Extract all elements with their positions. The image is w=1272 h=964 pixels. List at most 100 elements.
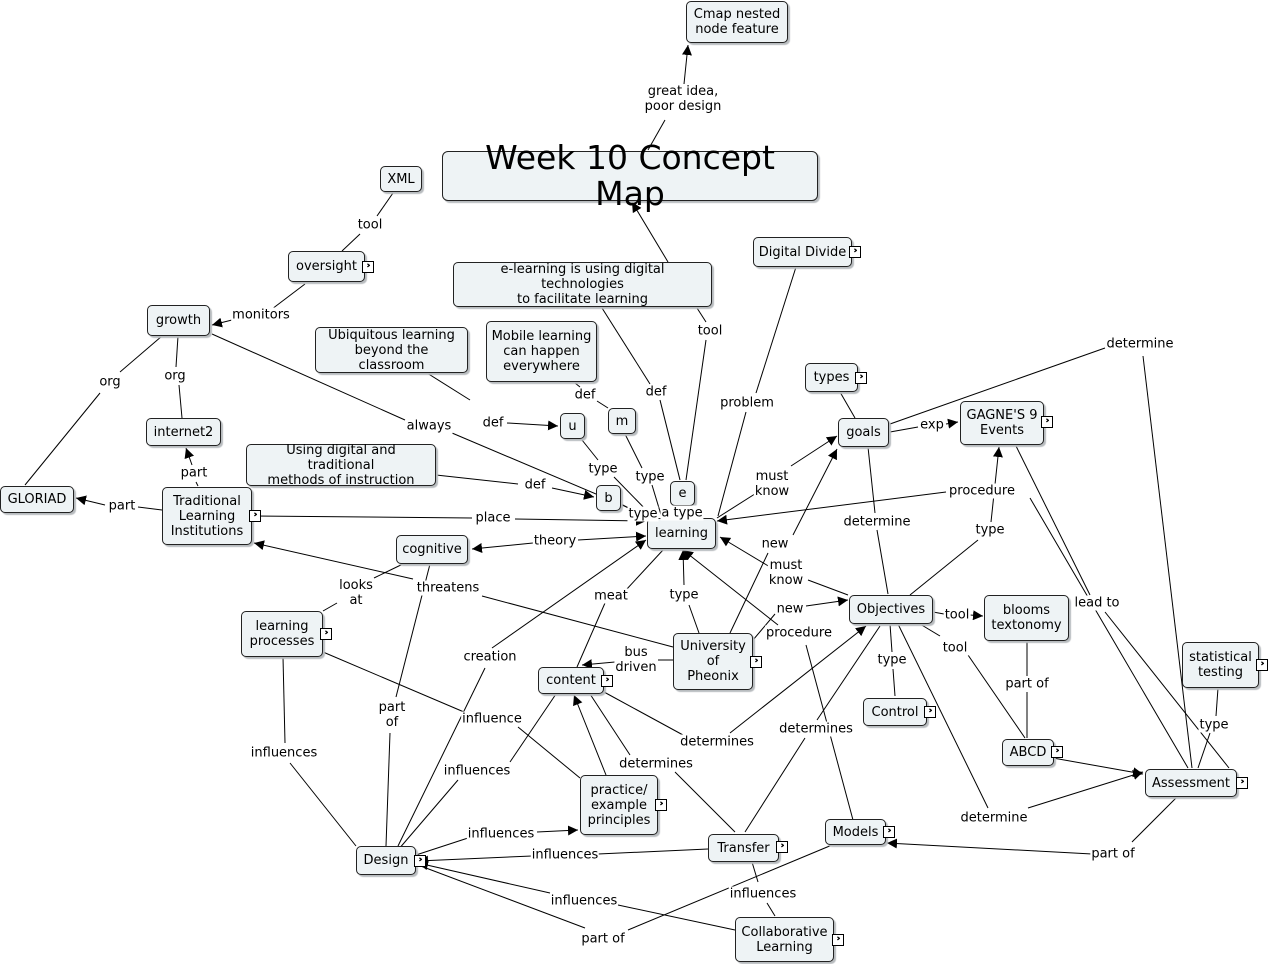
concept-node-internet2[interactable]: internet2 <box>146 418 221 446</box>
concept-node-cognitive[interactable]: cognitive <box>396 535 468 564</box>
link-line <box>506 420 559 431</box>
concept-node-cmap-nested[interactable]: Cmap nested node feature <box>686 1 788 43</box>
expand-nested-icon[interactable] <box>362 261 374 273</box>
expand-nested-icon[interactable] <box>855 372 867 384</box>
link-line <box>678 549 689 586</box>
link-line <box>688 604 700 634</box>
concept-node-university-of-pheonix[interactable]: University of Pheonix <box>673 633 753 690</box>
expand-nested-icon[interactable] <box>750 656 762 668</box>
expand-nested-icon[interactable] <box>414 855 426 867</box>
link-line <box>674 771 736 833</box>
concept-node-practice-example-principles[interactable]: practice/ example principles <box>580 775 658 835</box>
link-label: determines <box>778 721 854 737</box>
link-line <box>909 539 979 596</box>
concept-node-gloriad[interactable]: GLORIAD <box>0 486 74 513</box>
expand-nested-icon[interactable] <box>849 246 861 258</box>
concept-node-u[interactable]: u <box>560 413 585 439</box>
link-line <box>1029 497 1189 769</box>
link-line <box>75 495 106 506</box>
link-label: procedure <box>948 483 1016 499</box>
concept-node-ubiquitous-learning[interactable]: Ubiquitous learning beyond the classroom <box>315 327 468 373</box>
link-label: determine <box>1105 336 1175 352</box>
link-label: influences <box>530 847 600 863</box>
concept-node-abcd[interactable]: ABCD <box>1002 739 1054 766</box>
link-line <box>945 418 959 429</box>
concept-node-title[interactable]: Week 10 Concept Map <box>442 140 818 212</box>
concept-node-mobile-learning[interactable]: Mobile learning can happen everywhere <box>486 321 597 382</box>
expand-nested-icon[interactable] <box>832 934 844 946</box>
concept-node-design[interactable]: Design <box>356 846 416 875</box>
concept-node-learning-processes[interactable]: learning processes <box>241 611 323 657</box>
link-line <box>1014 443 1091 596</box>
expand-nested-icon[interactable] <box>320 628 332 640</box>
link-line <box>581 659 616 670</box>
link-line <box>589 693 631 756</box>
link-line <box>1104 611 1230 769</box>
link-line <box>397 667 486 847</box>
expand-nested-icon[interactable] <box>655 799 667 811</box>
concept-node-blended-learning[interactable]: Using digital and traditional methods of… <box>246 443 436 488</box>
link-line <box>755 266 797 394</box>
link-line <box>1197 732 1211 769</box>
concept-node-learning[interactable]: learning <box>647 518 716 549</box>
link-label: org <box>98 374 122 390</box>
link-line <box>415 837 469 856</box>
concept-node-control[interactable]: Control <box>863 698 927 726</box>
concept-node-types[interactable]: types <box>805 363 858 392</box>
link-line <box>717 411 747 517</box>
concept-node-goals[interactable]: goals <box>838 418 889 447</box>
concept-node-models[interactable]: Models <box>825 819 886 845</box>
link-line <box>967 654 1026 739</box>
link-line <box>729 552 769 634</box>
concept-node-blooms-taxonomy[interactable]: blooms textonomy <box>984 595 1069 641</box>
concept-node-collaborative-learning[interactable]: Collaborative Learning <box>735 917 834 962</box>
concept-node-traditional-learning-institutions[interactable]: Traditional Learning Institutions <box>162 487 252 545</box>
link-label: determine <box>959 810 1029 826</box>
expand-nested-icon[interactable] <box>249 510 261 522</box>
expand-nested-icon[interactable] <box>1236 777 1248 789</box>
concept-node-xml[interactable]: XML <box>380 166 422 192</box>
concept-node-gagnes-9-events[interactable]: GAGNE'S 9 Events <box>960 401 1044 445</box>
concept-node-growth[interactable]: growth <box>147 305 210 336</box>
concept-node-digital-divide[interactable]: Digital Divide <box>753 237 852 267</box>
expand-nested-icon[interactable] <box>601 675 613 687</box>
expand-nested-icon[interactable] <box>1051 746 1063 758</box>
concept-node-content[interactable]: content <box>538 667 604 694</box>
concept-node-statistical-testing[interactable]: statistical testing <box>1182 642 1259 688</box>
concept-node-oversight[interactable]: oversight <box>288 251 365 282</box>
expand-nested-icon[interactable] <box>883 826 895 838</box>
link-label: theory <box>532 533 578 549</box>
link-label: part of <box>1004 676 1050 692</box>
link-line <box>876 529 889 595</box>
concept-node-elearning-definition[interactable]: e-learning is using digital technologies… <box>453 262 712 307</box>
expand-nested-icon[interactable] <box>1256 659 1268 671</box>
link-line <box>889 623 893 653</box>
concept-node-m[interactable]: m <box>608 408 636 434</box>
link-label: part of <box>580 931 626 947</box>
concept-node-b[interactable]: b <box>596 485 621 511</box>
link-line <box>685 339 707 481</box>
link-line <box>517 726 581 779</box>
expand-nested-icon[interactable] <box>924 706 936 718</box>
link-label: part <box>107 498 137 514</box>
link-line <box>282 656 286 744</box>
link-line <box>651 484 663 519</box>
link-line <box>790 435 838 467</box>
concept-node-assessment[interactable]: Assessment <box>1145 769 1237 797</box>
link-label: type <box>668 587 700 603</box>
link-line <box>659 399 681 481</box>
link-label: influences <box>549 893 619 909</box>
link-label: influences <box>728 886 798 902</box>
link-label: creation <box>462 649 518 665</box>
concept-node-e[interactable]: e <box>670 481 695 506</box>
link-line <box>24 392 101 486</box>
expand-nested-icon[interactable] <box>1041 416 1053 428</box>
concept-node-objectives[interactable]: Objectives <box>849 595 933 624</box>
link-line <box>491 539 647 649</box>
expand-nested-icon[interactable] <box>776 841 788 853</box>
link-line <box>573 694 607 776</box>
concept-node-transfer[interactable]: Transfer <box>708 834 779 862</box>
link-line <box>581 439 599 461</box>
link-line <box>184 447 195 466</box>
link-label: type <box>587 461 619 477</box>
